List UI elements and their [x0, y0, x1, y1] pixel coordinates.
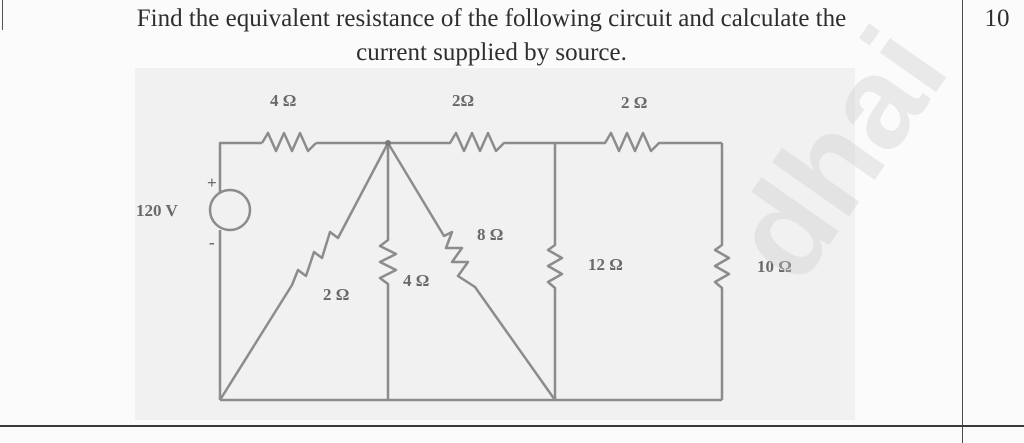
resistor-8ohm-diagonal-icon	[386, 142, 557, 401]
resistor-4ohm-top-icon	[260, 131, 317, 153]
label-4ohm-vertical: 4 Ω	[403, 271, 429, 290]
label-12ohm: 12 Ω	[588, 255, 623, 274]
resistor-2ohm-top-right-icon	[555, 131, 722, 153]
label-10ohm: 10 Ω	[757, 257, 792, 276]
resistor-2ohm-top-middle-icon	[388, 131, 555, 153]
source-voltage-label: 120 V	[136, 201, 178, 220]
voltage-source-icon	[208, 188, 252, 232]
resistor-12ohm-icon	[546, 143, 564, 400]
resistor-10ohm-icon	[713, 143, 731, 400]
question-line-2: current supplied by source.	[356, 39, 627, 66]
question-line-1: Find the equivalent resistance of the fo…	[136, 5, 847, 32]
marks-value: 10	[984, 5, 1010, 32]
label-8ohm-diagonal: 8 Ω	[477, 225, 503, 244]
table-bottom-border	[0, 425, 1024, 427]
source-plus-sign: +	[207, 173, 217, 192]
question-text: Find the equivalent resistance of the fo…	[34, 2, 949, 70]
wire-left-top	[218, 141, 262, 192]
label-2ohm-top-middle: 2Ω	[452, 91, 474, 110]
circuit-figure-background	[135, 68, 855, 420]
label-2ohm-top-right: 2 Ω	[621, 93, 647, 112]
node-a-dot	[385, 140, 391, 146]
label-4ohm-top: 4 Ω	[270, 91, 296, 110]
marks-column-divider	[962, 0, 963, 443]
table-left-border	[2, 0, 3, 30]
label-2ohm-diagonal: 2 Ω	[323, 285, 349, 304]
source-minus-sign: -	[209, 233, 215, 252]
resistor-2ohm-diagonal-icon	[218, 142, 390, 401]
resistor-4ohm-vertical-icon	[378, 143, 398, 400]
